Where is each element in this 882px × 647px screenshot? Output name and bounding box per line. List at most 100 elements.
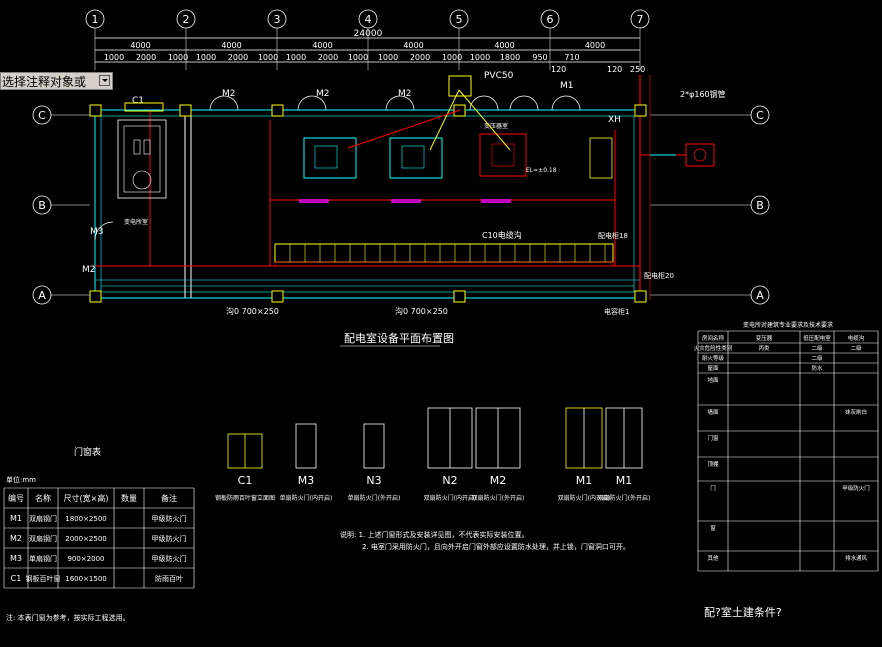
small-dim-2: 120 <box>607 65 622 74</box>
door-table-cell: 1800×2500 <box>65 515 107 523</box>
red-pipes <box>347 109 686 156</box>
door-table-cell: M1 <box>10 514 22 523</box>
row-label-B: B <box>756 199 764 212</box>
sub-dim: 1000 <box>258 53 278 62</box>
requirements-cell: 丙类 <box>758 344 770 352</box>
door-table-header: 名称 <box>35 493 51 503</box>
door-table-cell: 防雨百叶 <box>155 574 183 583</box>
column-label-3: 3 <box>274 13 281 26</box>
bay-width: 4000 <box>494 41 514 50</box>
door-schedule-footnote: 注: 本表门窗为参考，按实际工程选用。 <box>6 613 130 622</box>
requirements-table: 变电所对建筑专业要求及技术要求房间名称变压器低压配电室电缆沟火灾危险性类别丙类二… <box>694 321 879 572</box>
requirements-cell: 窗 <box>710 524 716 532</box>
total-width-dim: 24000 <box>354 29 383 39</box>
elevation-label: EL=±0.18 <box>526 167 557 174</box>
door-table-cell: 900×2000 <box>67 555 104 563</box>
door-table-cell: M2 <box>10 534 22 543</box>
sub-dim: 2000 <box>136 53 156 62</box>
door-table-cell: 甲级防火门 <box>152 514 187 523</box>
row-label-C: C <box>756 109 764 122</box>
sub-dim: 2000 <box>318 53 338 62</box>
elevation-code-M1: M1 <box>576 474 593 487</box>
requirements-cell: 二级 <box>811 344 823 352</box>
requirements-cell: 甲级防火门 <box>842 484 870 492</box>
label-m2b: M2 <box>316 89 330 99</box>
label-m1: M1 <box>560 81 574 91</box>
door-schedule-unit: 单位:mm <box>6 475 36 484</box>
sub-dim: 1000 <box>286 53 306 62</box>
requirements-cell: 二级 <box>811 354 823 362</box>
elevation-code-M3: M3 <box>298 474 315 487</box>
sub-dim: 1000 <box>378 53 398 62</box>
bay-width: 4000 <box>403 41 423 50</box>
elevation-caption: 单扇防火门(内开启) <box>280 494 333 502</box>
requirements-header: 电缆沟 <box>848 334 865 342</box>
sub-dim: 710 <box>564 53 579 62</box>
command-prompt-box[interactable]: 选择注释对象或 <box>0 72 113 90</box>
top-dimensions <box>95 37 640 63</box>
label-pvc: PVC50 <box>484 71 514 81</box>
dropdown-arrow-icon[interactable] <box>99 75 110 86</box>
bay-width: 4000 <box>312 41 332 50</box>
label-pipe: 2*φ160钢管 <box>680 89 726 99</box>
door-table-cell: 单扇钢门 <box>29 554 57 563</box>
door-table-cell: C1 <box>11 574 22 583</box>
trench2-label: 沟0 700×250 <box>395 306 448 316</box>
requirements-title: 变电所对建筑专业要求及技术要求 <box>743 321 833 329</box>
requirements-cell: 耐火等级 <box>702 354 725 362</box>
sub-dim: 950 <box>532 53 547 62</box>
label-m2c: M2 <box>398 89 412 99</box>
label-xh: XH <box>608 115 621 125</box>
left-room-label: 变电所室 <box>124 218 148 226</box>
transformer-rooms <box>299 133 715 203</box>
bay-width: 4000 <box>221 41 241 50</box>
footer-caption: 配?室土建条件? <box>704 606 782 619</box>
door-table-header: 编号 <box>8 493 24 503</box>
requirements-cell: 门 <box>710 484 716 492</box>
bay-width: 4000 <box>130 41 150 50</box>
note-line-1: 说明: 1. 上述门窗形式及安装详见图，不代表实际安装位置。 <box>340 530 529 539</box>
label-m2a: M2 <box>222 89 236 99</box>
elevation-caption: 单扇防火门(外开启) <box>348 494 401 502</box>
sub-dim: 1000 <box>348 53 368 62</box>
elevation-drawings <box>227 407 643 469</box>
elevation-code-N3: N3 <box>366 474 381 487</box>
door-table-cell: 1600×1500 <box>65 575 107 583</box>
command-prompt-text: 选择注释对象或 <box>2 75 87 89</box>
trench-label: C10电缆沟 <box>482 230 522 240</box>
row-label-C: C <box>38 109 46 122</box>
column-label-5: 5 <box>456 13 463 26</box>
requirements-cell: 屋面 <box>707 365 719 372</box>
door-table-cell: 甲级防火门 <box>152 554 187 563</box>
small-dim-3: 250 <box>630 65 645 74</box>
column-label-4: 4 <box>365 13 372 26</box>
elevation-code-N2: N2 <box>442 474 457 487</box>
sub-dim: 1000 <box>196 53 216 62</box>
column-label-6: 6 <box>547 13 554 26</box>
column-label-7: 7 <box>637 13 644 26</box>
requirements-header: 房间名称 <box>702 334 725 342</box>
structural-columns <box>89 104 647 303</box>
elevation-caption: 双扇防火门(外开启) <box>598 494 651 502</box>
requirements-header: 低压配电室 <box>803 334 831 342</box>
requirements-cell: 排水通风 <box>845 554 868 562</box>
cabinet-row <box>274 243 614 267</box>
row-label-B: B <box>38 199 46 212</box>
row-label-A: A <box>756 289 764 302</box>
label-m2-left: M2 <box>82 265 96 275</box>
label-c1: C1 <box>132 96 144 106</box>
requirements-cell: 地面 <box>707 376 719 384</box>
door-table-header: 数量 <box>121 493 137 503</box>
label-m3: M3 <box>90 227 104 237</box>
cabinet-dividers <box>289 244 606 262</box>
elevation-captions: 钢板防雨百叶窗立面图单扇防火门(内开启)单扇防火门(外开启)双扇防火门(内开启)… <box>215 494 650 502</box>
requirements-cell: 其他 <box>707 554 719 562</box>
trench1-label: 沟0 700×250 <box>226 306 279 316</box>
dist-label: 配电柜18 <box>598 231 628 240</box>
